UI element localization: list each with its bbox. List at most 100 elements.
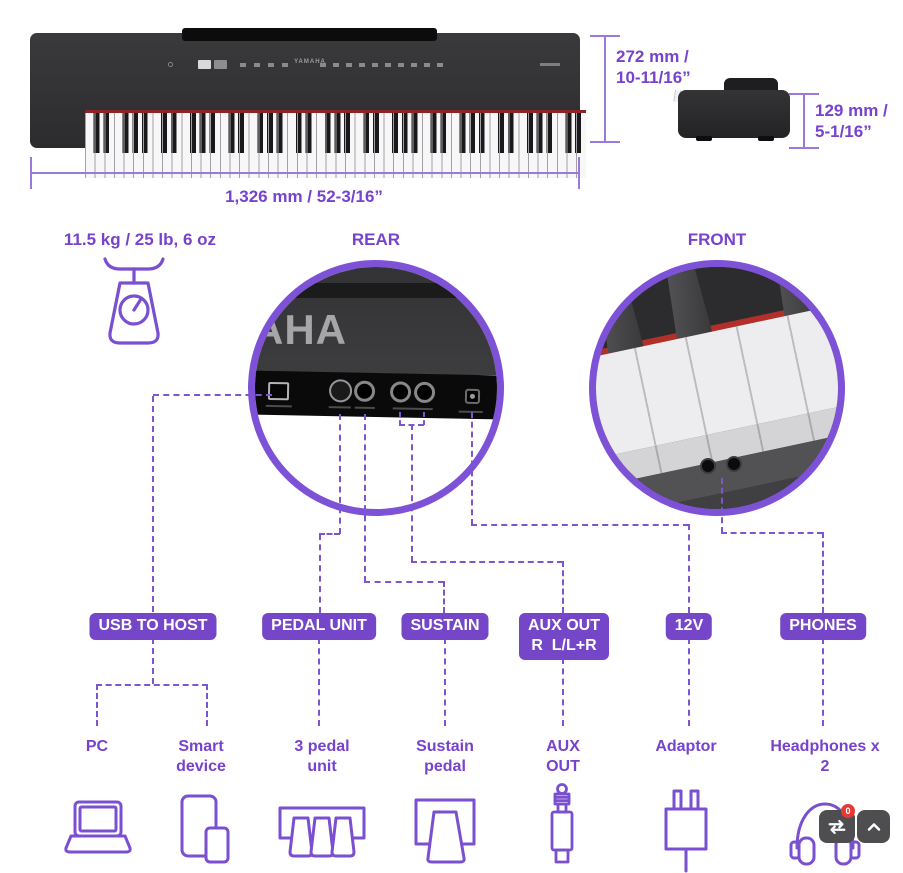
white-key-separators — [85, 113, 586, 178]
dc-pin — [469, 393, 476, 399]
connector-line — [339, 414, 341, 534]
badge-aux-out-line1: AUX OUT — [528, 617, 600, 634]
model-mark — [540, 63, 560, 66]
width-dimension-label: 1,326 mm / 52-3/16” — [225, 187, 383, 206]
connector-line — [822, 532, 824, 613]
device-label-smart-device: Smart device — [176, 738, 226, 775]
aux-jack-icon — [540, 782, 584, 872]
sustain-pedal-icon — [408, 790, 482, 870]
port-label-mark — [265, 404, 292, 408]
rear-view-circle: AHA — [248, 260, 504, 516]
dim-line-depth — [803, 94, 805, 148]
front-view-title: FRONT — [687, 230, 747, 249]
connector-line — [443, 581, 445, 613]
device-label-sustain-pedal: Sustain pedal — [416, 738, 474, 775]
weight-label: 11.5 kg / 25 lb, 6 oz — [63, 230, 217, 249]
connector-line — [96, 684, 208, 686]
pedal-unit-icon — [274, 796, 370, 866]
connector-line — [364, 581, 444, 583]
keyboard-keys — [85, 110, 586, 178]
front-view-circle — [589, 260, 845, 516]
connector-line — [562, 658, 564, 726]
connector-line — [688, 524, 690, 613]
connector-line — [206, 684, 208, 726]
compare-swap-icon — [826, 816, 848, 838]
panel-button — [214, 60, 227, 69]
connector-line — [822, 638, 824, 726]
laptop-icon — [58, 796, 138, 866]
headphones-icon — [786, 796, 864, 866]
connector-line — [319, 533, 340, 535]
rear-connector-panel — [255, 370, 497, 420]
connector-line — [721, 532, 823, 534]
connector-line — [444, 638, 446, 726]
device-label-headphones: Headphones x 2 — [770, 738, 880, 775]
scale-icon — [98, 255, 170, 350]
port-label-mark — [328, 406, 351, 409]
connector-line — [562, 561, 564, 613]
badge-aux-out-line2: R L/L+R — [531, 637, 597, 654]
dim-line-height — [604, 36, 606, 142]
connector-line — [688, 638, 690, 726]
connector-line — [153, 394, 272, 396]
connector-line — [318, 638, 320, 726]
rear-view-title: REAR — [351, 230, 401, 249]
connector-line — [399, 412, 401, 425]
device-label-adaptor: Adaptor — [655, 738, 717, 755]
panel-controls — [240, 63, 295, 67]
key-felt-strip — [85, 110, 586, 113]
device-label-pc: PC — [85, 738, 109, 755]
side-foot — [696, 136, 712, 141]
connector-line — [364, 414, 366, 582]
sustain-jack — [353, 380, 376, 402]
badge-12v: 12V — [665, 613, 713, 640]
panel-button — [198, 60, 211, 69]
device-label-3-pedal-unit: 3 pedal unit — [294, 738, 350, 775]
adaptor-icon — [652, 785, 720, 873]
rear-body-groove — [255, 283, 497, 298]
connector-line — [152, 638, 154, 684]
music-rest — [182, 28, 437, 41]
pedal-unit-din-port — [328, 379, 353, 403]
phones-jack-1 — [700, 458, 716, 474]
port-label-mark — [392, 407, 433, 411]
piano-top-view: YAMAHA — [30, 33, 586, 178]
smart-device-icon — [168, 790, 236, 870]
piano-side-view — [672, 78, 794, 148]
connector-line — [411, 561, 563, 563]
compare-count-badge: 0 — [841, 804, 855, 818]
badge-phones: PHONES — [780, 613, 866, 640]
connector-line — [423, 412, 425, 425]
aux-out-l-jack — [413, 381, 436, 404]
connector-line — [471, 412, 473, 525]
side-body — [678, 90, 790, 138]
badge-pedal-unit: PEDAL UNIT — [262, 613, 376, 640]
usb-b-port — [267, 381, 290, 401]
dim-cap — [789, 147, 819, 149]
connector-line — [96, 684, 98, 726]
badge-sustain: SUSTAIN — [401, 613, 489, 640]
front-keys-photo — [596, 267, 838, 509]
dim-cap — [578, 157, 580, 189]
panel-controls — [320, 63, 445, 67]
port-label-mark — [354, 406, 375, 409]
depth-dimension-label: 129 mm / 5-1/16” — [815, 101, 888, 141]
aux-out-r-jack — [389, 381, 412, 403]
phones-jack-2 — [726, 456, 742, 472]
brand-logo-small: YAMAHA — [294, 59, 326, 65]
device-label-aux-out: AUX OUT — [546, 738, 580, 775]
power-button — [168, 62, 173, 67]
scroll-to-top-button[interactable] — [857, 810, 890, 843]
height-dimension-label: 272 mm / 10-11/16” — [616, 47, 691, 87]
connector-line — [152, 396, 154, 612]
dim-line-width — [31, 172, 578, 174]
rear-logo-partial: AHA — [253, 306, 347, 353]
badge-aux-out: AUX OUT R L/L+R — [519, 613, 609, 660]
badge-usb-to-host: USB TO HOST — [89, 613, 217, 640]
chevron-up-icon — [864, 817, 884, 837]
connector-line — [471, 524, 689, 526]
side-foot — [758, 136, 774, 141]
connector-line — [319, 534, 321, 613]
dim-cap — [590, 141, 620, 143]
